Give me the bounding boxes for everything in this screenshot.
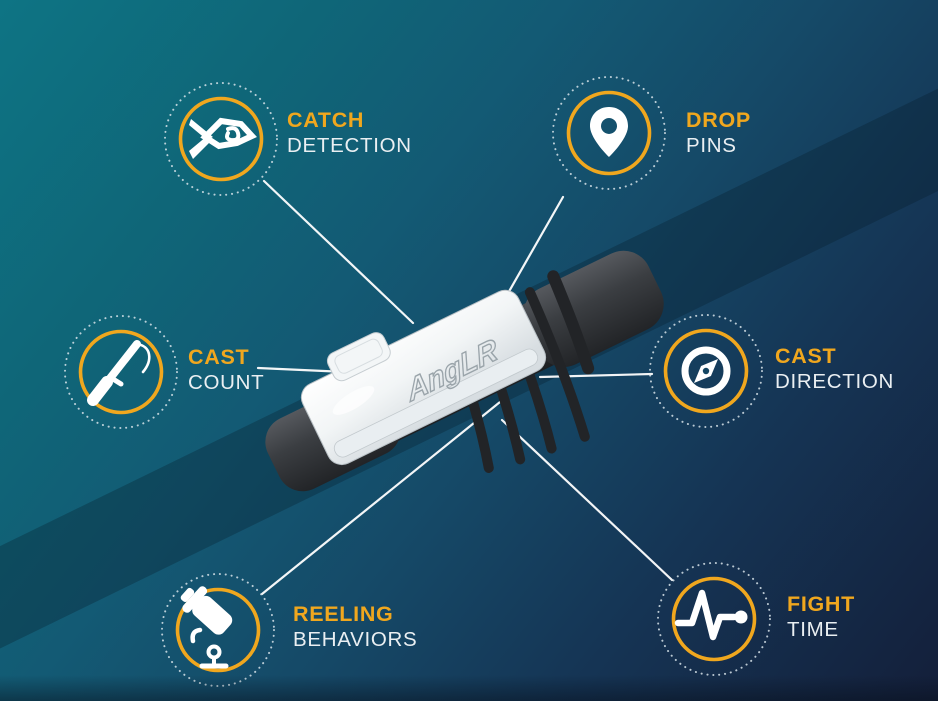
feature-title: CATCH	[287, 108, 365, 132]
connector-line-fight-time	[500, 418, 674, 582]
feature-subtitle: TIME	[787, 617, 839, 641]
feature-subtitle: COUNT	[188, 370, 265, 394]
feature-title: REELING	[293, 602, 394, 626]
feature-label-drop-pins: DROP PINS	[686, 108, 751, 157]
fishing-rod-icon	[61, 312, 181, 432]
connector-line-cast-direction	[538, 372, 654, 379]
connector-lines	[256, 179, 674, 596]
feature-label-fight-time: FIGHT TIME	[787, 592, 855, 641]
feature-title: CAST	[188, 345, 250, 369]
fish-icon	[161, 79, 281, 199]
map-pin-icon	[549, 73, 669, 193]
feature-label-cast-direction: CAST DIRECTION	[775, 344, 895, 393]
compass-icon	[646, 311, 766, 431]
feature-title: FIGHT	[787, 592, 855, 616]
feature-subtitle: PINS	[686, 133, 737, 157]
connector-line-reeling-behaviors	[260, 400, 502, 596]
tracker-device: AngLR	[265, 250, 664, 492]
sensor-unit: AngLR	[300, 289, 547, 466]
feature-subtitle: DETECTION	[287, 133, 412, 157]
connector-line-drop-pins	[501, 195, 565, 304]
feature-label-catch-detection: CATCH DETECTION	[287, 108, 412, 157]
sensor-hatch	[326, 332, 391, 382]
fishing-reel-icon	[158, 570, 278, 690]
feature-subtitle: BEHAVIORS	[293, 627, 418, 651]
pulse-icon	[654, 559, 774, 679]
connector-line-catch-detection	[262, 179, 415, 325]
feature-title: DROP	[686, 108, 751, 132]
feature-title: CAST	[775, 344, 837, 368]
feature-label-reeling-behaviors: REELING BEHAVIORS	[293, 602, 418, 651]
feature-label-cast-count: CAST COUNT	[188, 345, 265, 394]
feature-subtitle: DIRECTION	[775, 369, 895, 393]
